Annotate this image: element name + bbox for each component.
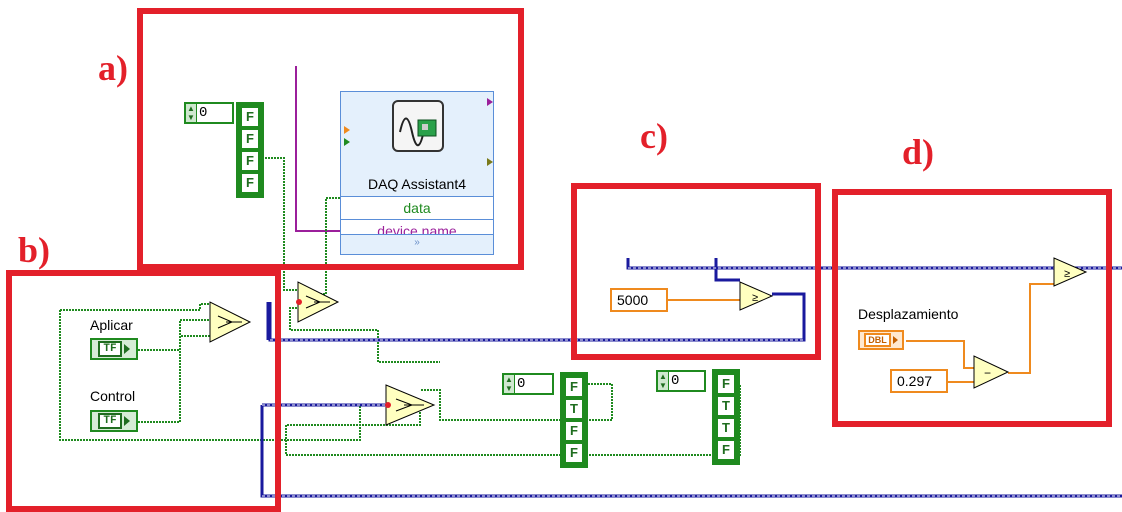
index-spinner-icon[interactable]: ▲▼ bbox=[186, 104, 197, 122]
section-label-c: c) bbox=[640, 116, 668, 156]
output-terminal-icon[interactable] bbox=[487, 98, 493, 106]
bool-element[interactable]: T bbox=[717, 396, 735, 416]
int-wire-c bbox=[714, 258, 740, 282]
output-terminal-icon[interactable] bbox=[487, 158, 493, 166]
int-wire-c-out bbox=[268, 292, 806, 342]
bool-element[interactable]: F bbox=[717, 440, 735, 460]
bool-element[interactable]: T bbox=[565, 399, 583, 419]
int-wire-top bbox=[626, 258, 1122, 270]
svg-text:−: − bbox=[984, 366, 991, 380]
svg-text:≥: ≥ bbox=[1064, 268, 1070, 280]
aplicar-label: Aplicar bbox=[90, 317, 133, 333]
aplicar-type: TF bbox=[98, 341, 122, 357]
bool-element[interactable]: F bbox=[565, 421, 583, 441]
bool-element[interactable]: F bbox=[717, 374, 735, 394]
subtract-node: − bbox=[973, 355, 1010, 389]
select-node-b bbox=[209, 301, 252, 343]
terminal-arrow-icon bbox=[892, 336, 898, 344]
array-a-index[interactable]: ▲▼ 0 bbox=[184, 102, 234, 124]
section-label-d: d) bbox=[902, 132, 935, 172]
greater-or-equal-c: ≥ bbox=[739, 281, 774, 311]
control-label: Control bbox=[90, 388, 136, 404]
aplicar-wire bbox=[138, 319, 212, 351]
right-array-wire bbox=[285, 383, 741, 456]
array-a-elements: F F F F bbox=[236, 102, 264, 198]
bool-element[interactable]: F bbox=[241, 173, 259, 193]
constant-5000[interactable]: 5000 bbox=[610, 288, 668, 312]
section-label-a: a) bbox=[98, 48, 128, 88]
bool-element[interactable]: T bbox=[717, 418, 735, 438]
daq-assistant-title: DAQ Assistant4 bbox=[367, 176, 467, 192]
array-mid-index[interactable]: ▲▼ 0 bbox=[502, 373, 554, 395]
greater-or-equal-d: ≥ bbox=[1053, 257, 1088, 287]
input-terminal-icon[interactable] bbox=[344, 126, 350, 134]
section-label-b: b) bbox=[18, 230, 51, 270]
bool-element[interactable]: F bbox=[565, 377, 583, 397]
array-mid-index-value: 0 bbox=[517, 376, 526, 392]
index-spinner-icon[interactable]: ▲▼ bbox=[658, 372, 669, 390]
bool-array-wire-a bbox=[262, 157, 300, 291]
svg-text:≥: ≥ bbox=[752, 292, 758, 304]
bool-element[interactable]: F bbox=[241, 151, 259, 171]
select-node-mid bbox=[385, 384, 436, 426]
aplicar-control[interactable]: TF bbox=[90, 338, 138, 360]
string-wire bbox=[295, 66, 340, 232]
select-node-top bbox=[296, 281, 340, 323]
input-terminal-icon[interactable] bbox=[344, 138, 350, 146]
loop-wire-left bbox=[60, 303, 212, 311]
bool-element[interactable]: F bbox=[241, 129, 259, 149]
daq-assistant-icon bbox=[392, 100, 444, 152]
dbl-wire bbox=[906, 340, 974, 369]
mid-array-wire bbox=[420, 383, 613, 421]
desplazamiento-label: Desplazamiento bbox=[858, 306, 959, 322]
array-right-elements: F T T F bbox=[712, 369, 740, 465]
bool-element[interactable]: F bbox=[565, 443, 583, 463]
expand-node-icon[interactable]: » bbox=[341, 234, 493, 253]
array-right-index[interactable]: ▲▼ 0 bbox=[656, 370, 706, 392]
index-spinner-icon[interactable]: ▲▼ bbox=[504, 375, 515, 393]
select-feedback bbox=[289, 307, 440, 363]
control-type: TF bbox=[98, 413, 122, 429]
daq-input-data[interactable]: data bbox=[341, 196, 493, 219]
daq-assistant-node[interactable]: DAQ Assistant4 data device name » bbox=[340, 91, 494, 255]
bool-element[interactable]: F bbox=[241, 107, 259, 127]
desplazamiento-indicator[interactable]: DBL bbox=[858, 330, 904, 350]
terminal-arrow-icon bbox=[123, 344, 130, 354]
control-control[interactable]: TF bbox=[90, 410, 138, 432]
array-right-index-value: 0 bbox=[671, 373, 680, 389]
array-a-index-value: 0 bbox=[199, 105, 208, 121]
constant-0297[interactable]: 0.297 bbox=[890, 369, 948, 393]
daq-data-wire bbox=[300, 197, 340, 295]
control-wire bbox=[138, 335, 212, 423]
dbl-type: DBL bbox=[864, 333, 891, 347]
subtract-out-wire bbox=[1008, 283, 1054, 374]
array-mid-elements: F T F F bbox=[560, 372, 588, 468]
terminal-arrow-icon bbox=[123, 416, 130, 426]
